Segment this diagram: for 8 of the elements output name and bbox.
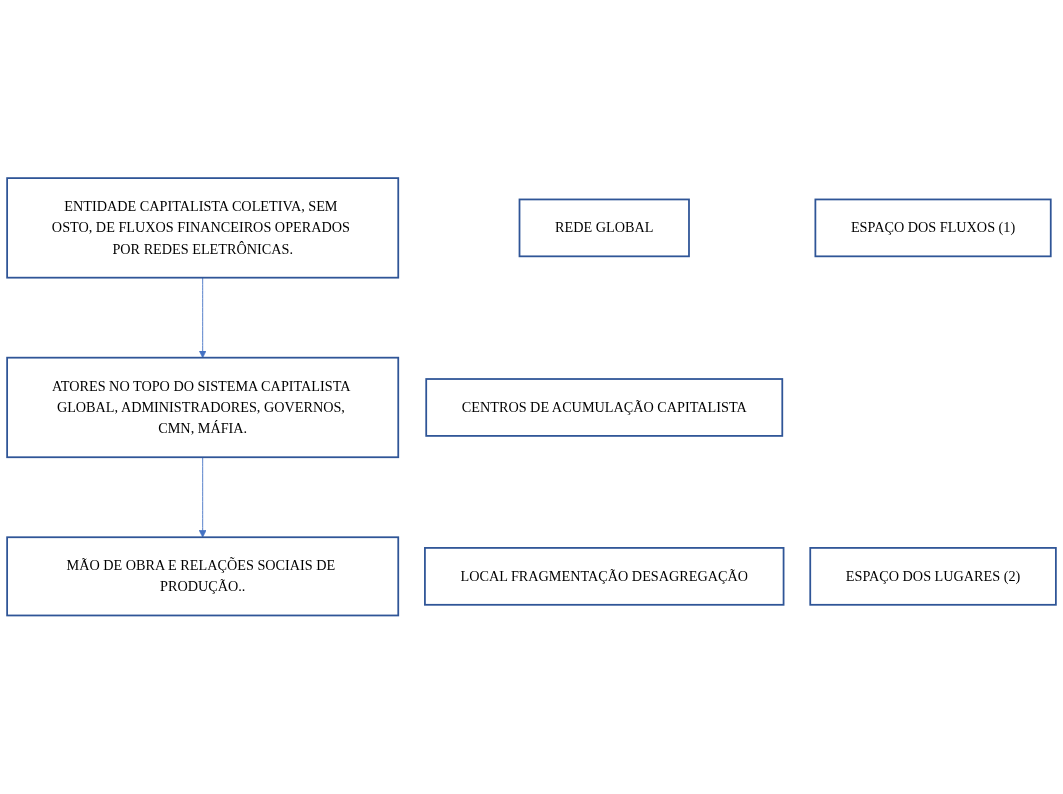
node-box: ESPAÇO DOS FLUXOS (1) bbox=[814, 198, 1052, 258]
node-box: ENTIDADE CAPITALISTA COLETIVA, SEM OSTO, DE FLUXOS FINANCEIROS OPERADOS POR REDES ELETRÔNICAS. bbox=[6, 177, 400, 279]
node-box: ESPAÇO DOS LUGARES (2) bbox=[809, 547, 1057, 606]
node-box: MÃO DE OBRA E RELAÇÕES SOCIAIS DE PRODUÇÃO.. bbox=[6, 536, 400, 617]
node-box: LOCAL FRAGMENTAÇÃO DESAGREGAÇÃO bbox=[424, 547, 785, 606]
node-box: CENTROS DE ACUMULAÇÃO CAPITALISTA bbox=[425, 378, 784, 437]
node-box: REDE GLOBAL bbox=[518, 198, 690, 258]
node-box: ATORES NO TOPO DO SISTEMA CAPITALISTA GLOBAL, ADMINISTRADORES, GOVERNOS, CMN, MÁFIA. bbox=[6, 357, 400, 459]
